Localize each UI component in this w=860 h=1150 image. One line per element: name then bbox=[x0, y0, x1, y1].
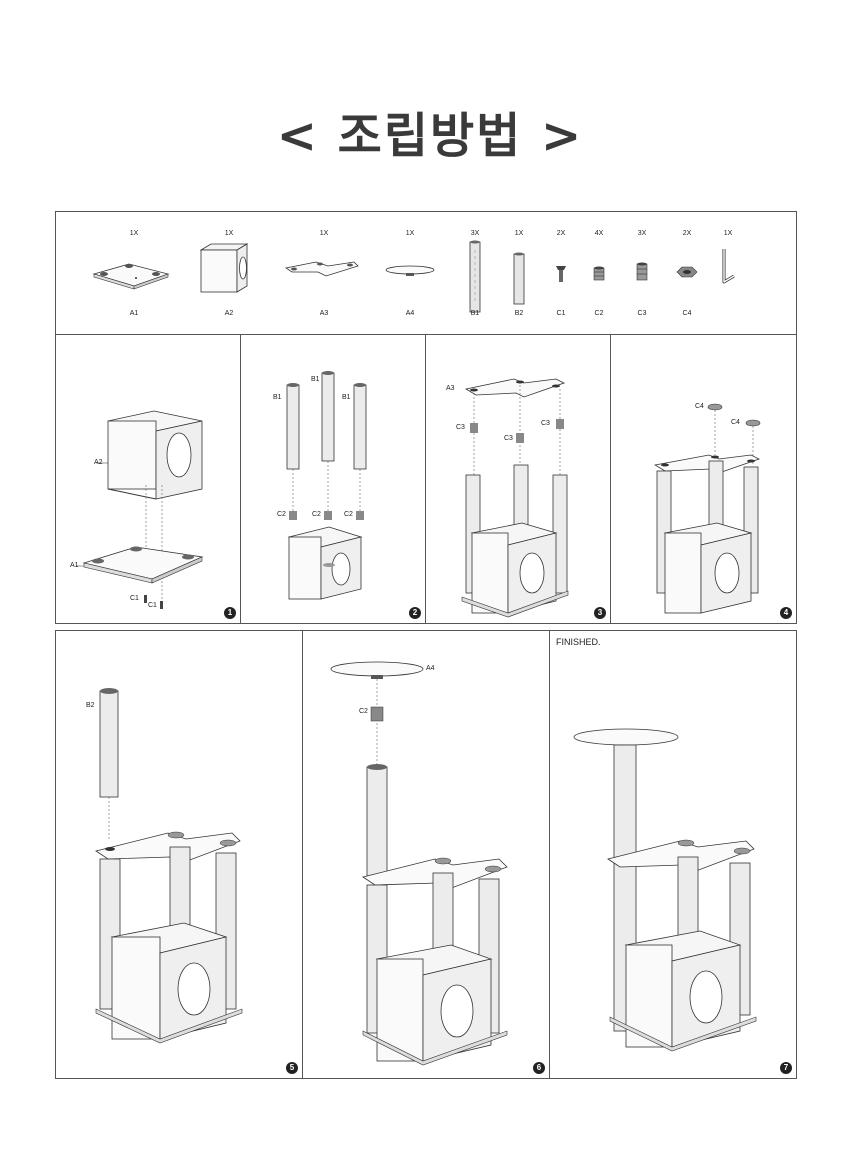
part-qty: 3X bbox=[470, 230, 480, 237]
step-number: 3 bbox=[594, 607, 606, 619]
part-qty: 1X bbox=[319, 230, 329, 237]
step-number: 5 bbox=[286, 1062, 298, 1074]
step-number: 6 bbox=[533, 1062, 545, 1074]
step-label: C1 bbox=[148, 602, 157, 609]
part-qty: 1X bbox=[129, 230, 139, 237]
part-qty: 3X bbox=[637, 230, 647, 237]
step-label: A3 bbox=[446, 385, 455, 392]
step-4-illustration bbox=[653, 403, 761, 614]
step-4-panel: C4 C4 4 bbox=[610, 334, 797, 624]
part-qty: 1X bbox=[405, 230, 415, 237]
part-qty: 2X bbox=[556, 230, 566, 237]
step-2-panel: B1 B1 B1 C2 C2 C2 2 bbox=[240, 334, 426, 624]
step-2-illustration bbox=[286, 371, 367, 600]
connector-icon bbox=[593, 266, 605, 281]
step-3-illustration bbox=[461, 378, 569, 618]
part-qty: 1X bbox=[514, 230, 524, 237]
part-code: C4 bbox=[682, 310, 692, 317]
step-1-panel: A2 A1 C1 C1 1 bbox=[55, 334, 241, 624]
step-3-panel: A3 C3 C3 C3 3 bbox=[425, 334, 611, 624]
part-code: B2 bbox=[514, 310, 524, 317]
part-qty: 4X bbox=[594, 230, 604, 237]
step-label: B2 bbox=[86, 702, 95, 709]
step-label: B1 bbox=[342, 394, 351, 401]
step-5-illustration bbox=[95, 688, 243, 1044]
short-post-icon bbox=[513, 252, 525, 305]
l-shelf-icon bbox=[284, 261, 359, 277]
step-label: C3 bbox=[541, 420, 550, 427]
step-label: C3 bbox=[456, 424, 465, 431]
base-board-icon bbox=[92, 263, 170, 290]
part-code: A4 bbox=[405, 310, 415, 317]
step-label: C1 bbox=[130, 595, 139, 602]
cube-house-icon bbox=[199, 243, 249, 293]
step-label: C4 bbox=[731, 419, 740, 426]
finished-label: FINISHED. bbox=[556, 637, 601, 647]
part-qty: 2X bbox=[682, 230, 692, 237]
step-label: C4 bbox=[695, 403, 704, 410]
part-code: C3 bbox=[637, 310, 647, 317]
part-code: A2 bbox=[224, 310, 234, 317]
round-platform-icon bbox=[385, 265, 435, 276]
step-6-panel: A4 C2 6 bbox=[302, 630, 550, 1079]
page-title: < 조립방법 > bbox=[276, 108, 584, 164]
long-connector-icon bbox=[636, 262, 648, 281]
part-code: C1 bbox=[556, 310, 566, 317]
step-7-panel: FINISHED. 7 bbox=[549, 630, 797, 1079]
parts-list: 1X A1 1X A2 1X A3 1X bbox=[55, 211, 797, 335]
part-qty: 1X bbox=[224, 230, 234, 237]
screw-icon bbox=[556, 266, 566, 282]
step-label: C3 bbox=[504, 435, 513, 442]
step-7-illustration bbox=[573, 728, 757, 1052]
nut-icon bbox=[676, 266, 698, 278]
step-label: A1 bbox=[70, 562, 79, 569]
step-label: C2 bbox=[359, 708, 368, 715]
step-number: 4 bbox=[780, 607, 792, 619]
step-number: 1 bbox=[224, 607, 236, 619]
step-1-illustration bbox=[76, 410, 204, 609]
step-number: 2 bbox=[409, 607, 421, 619]
step-6-illustration bbox=[330, 661, 508, 1066]
part-code: B1 bbox=[470, 310, 480, 317]
part-qty: 1X bbox=[723, 230, 733, 237]
part-code: C2 bbox=[594, 310, 604, 317]
allen-key-icon bbox=[722, 249, 735, 284]
step-number: 7 bbox=[780, 1062, 792, 1074]
step-label: B1 bbox=[311, 376, 320, 383]
long-post-icon bbox=[469, 240, 481, 313]
step-label: A2 bbox=[94, 459, 103, 466]
part-code: A3 bbox=[319, 310, 329, 317]
step-label: C2 bbox=[312, 511, 321, 518]
step-label: C2 bbox=[277, 511, 286, 518]
step-label: A4 bbox=[426, 665, 435, 672]
step-label: B1 bbox=[273, 394, 282, 401]
part-code: A1 bbox=[129, 310, 139, 317]
step-label: C2 bbox=[344, 511, 353, 518]
step-5-panel: B2 5 bbox=[55, 630, 303, 1079]
